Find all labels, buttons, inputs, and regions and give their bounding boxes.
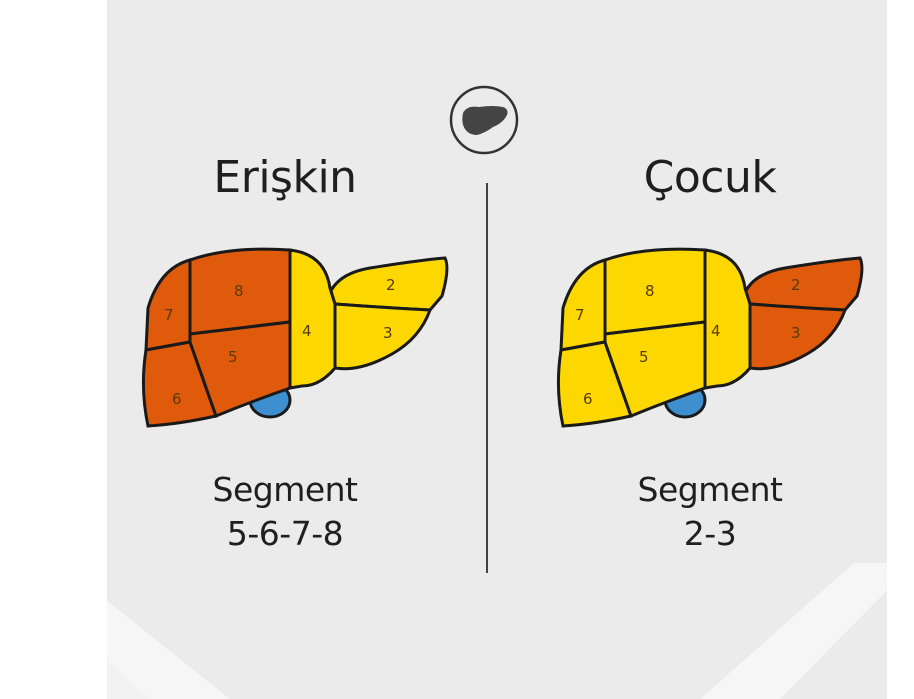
adult-caption-line1: Segment (135, 468, 435, 512)
child-caption: Segment 2-3 (560, 468, 860, 556)
liver-logo-icon (441, 83, 527, 157)
segment-label-3: 3 (791, 324, 801, 342)
segment-8 (605, 249, 705, 334)
segment-label-3: 3 (383, 324, 393, 342)
segment-7 (146, 260, 190, 350)
child-caption-line1: Segment (560, 468, 860, 512)
segment-label-6: 6 (583, 390, 593, 408)
segment-label-5: 5 (228, 348, 238, 366)
segment-label-7: 7 (575, 306, 585, 324)
segment-label-4: 4 (302, 322, 312, 340)
child-title: Çocuk (560, 152, 860, 203)
segment-4 (705, 250, 750, 388)
segment-4 (290, 250, 335, 388)
adult-caption-line2: 5-6-7-8 (135, 512, 435, 556)
adult-title: Erişkin (135, 152, 435, 203)
child-caption-line2: 2-3 (560, 512, 860, 556)
segment-label-2: 2 (791, 276, 801, 294)
segment-label-4: 4 (711, 322, 721, 340)
segment-label-8: 8 (645, 282, 655, 300)
adult-caption: Segment 5-6-7-8 (135, 468, 435, 556)
segment-2 (743, 258, 862, 310)
segment-label-5: 5 (639, 348, 649, 366)
child-liver-diagram: 2 3 4 5 6 7 8 (545, 238, 875, 438)
segment-label-2: 2 (386, 276, 396, 294)
segment-label-8: 8 (234, 282, 244, 300)
adult-liver-diagram: 2 3 4 5 6 7 8 (130, 238, 460, 438)
segment-label-6: 6 (172, 390, 182, 408)
segment-label-7: 7 (164, 306, 174, 324)
divider (486, 183, 488, 573)
segment-7 (561, 260, 605, 350)
